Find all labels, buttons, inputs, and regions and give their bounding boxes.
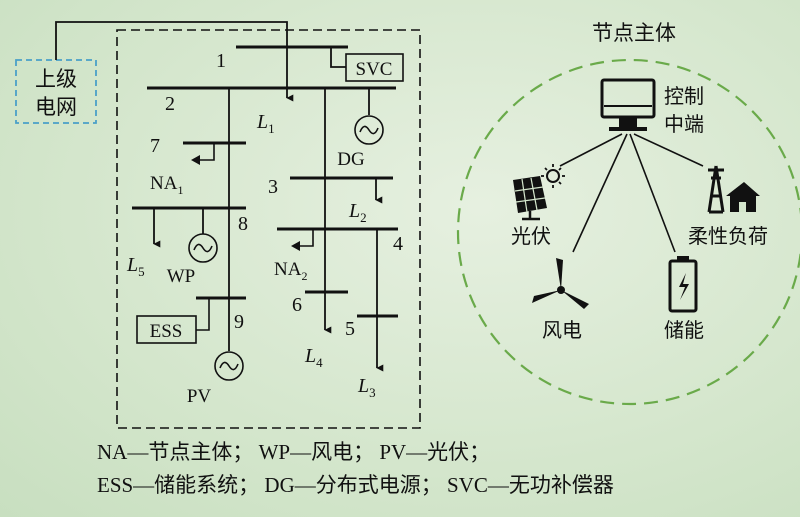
dg-label: DG (337, 149, 365, 170)
legend-line-1: NA—节点主体； WP—风电； PV—光伏； (97, 440, 491, 464)
pv-label: PV (187, 386, 212, 407)
bus-4: 4 NA2 (274, 227, 403, 283)
bus-3: 3 L2 (268, 176, 393, 225)
node-entity-title: 节点主体 (592, 21, 676, 45)
load-l4-label: L4 (304, 345, 323, 370)
bus-7-label: 7 (150, 135, 160, 157)
upper-grid-label-line1: 上级 (35, 67, 77, 91)
na2-label: NA2 (274, 259, 307, 283)
na1-connection (200, 143, 215, 161)
bus-6-label: 6 (292, 294, 302, 316)
bus-6: 6 L4 (292, 229, 348, 370)
controller-label-line2: 中端 (664, 112, 704, 136)
bus-4-label: 4 (393, 233, 403, 255)
node-entity-panel: 节点主体 控制 中端 (456, 21, 800, 406)
bus-8: 8 L5 WP (126, 206, 248, 287)
na1-arrow-icon (191, 155, 200, 165)
bus-9: 9 ESS PV (136, 296, 246, 407)
ess-box (136, 315, 197, 344)
na2-arrow-icon (291, 241, 300, 251)
wind-turbine-icon (532, 258, 589, 309)
solar-panel-icon (513, 164, 565, 221)
flexible-load-icon (707, 165, 760, 214)
svc-box (345, 53, 404, 82)
svc-label: SVC (356, 59, 393, 80)
bus-3-label: 3 (268, 176, 278, 198)
upper-grid-label-line2: 电网 (35, 95, 77, 119)
battery-storage-icon (668, 256, 698, 313)
ess-label: ESS (150, 321, 183, 342)
upper-grid: 上级 电网 (15, 21, 294, 124)
dg-generator-icon (354, 115, 384, 145)
legend-line-2: ESS—储能系统； DG—分布式电源； SVC—无功补偿器 (97, 473, 614, 497)
link-controller-wind (572, 133, 628, 253)
load-l5-label: L5 (126, 254, 145, 279)
ess-connection (196, 298, 210, 331)
node-entity-boundary (456, 58, 800, 406)
svc-connection (330, 47, 346, 68)
load-l1-label: L1 (256, 111, 275, 136)
bus-1: 1 SVC (216, 45, 404, 82)
bus-2: 2 L1 DG (147, 86, 396, 170)
bus-8-label: 8 (238, 213, 248, 235)
na1-label: NA1 (150, 173, 183, 197)
wp-generator-icon (188, 233, 218, 263)
flexible-load-label: 柔性负荷 (688, 224, 768, 248)
link-controller-storage (629, 133, 676, 253)
storage-label: 储能 (664, 318, 704, 342)
load-l2-label: L2 (348, 200, 367, 225)
link-controller-flexload (633, 133, 704, 167)
bus-9-label: 9 (234, 311, 244, 333)
grid-feeder-line (55, 21, 294, 102)
bus-2-label: 2 (165, 93, 175, 115)
wp-label: WP (167, 266, 196, 287)
wind-label: 风电 (542, 318, 582, 342)
link-controller-solar (559, 133, 623, 167)
controller-monitor-icon (600, 78, 656, 131)
solar-label: 光伏 (511, 224, 551, 248)
bus-5: 5 L3 (345, 229, 398, 400)
bus-5-label: 5 (345, 318, 355, 340)
bus-7: 7 NA1 (150, 135, 246, 197)
pv-generator-icon (214, 351, 244, 381)
controller-label-line1: 控制 (664, 84, 704, 108)
na2-connection (300, 229, 314, 247)
bus-1-label: 1 (216, 50, 226, 72)
load-l3-label: L3 (357, 375, 376, 400)
